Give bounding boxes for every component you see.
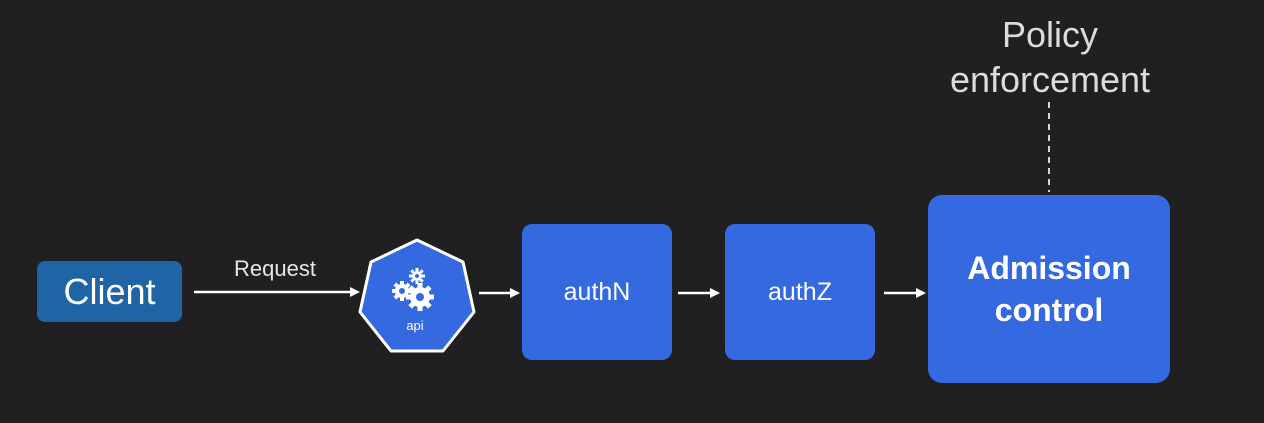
policy-label-line2: enforcement — [949, 59, 1151, 100]
policy-enforcement-label: Policy enforcement — [920, 12, 1180, 102]
api-label: api — [406, 318, 424, 333]
admission-label-line2: control — [994, 292, 1104, 328]
client-label: Client — [63, 270, 156, 312]
admission-control-node: Admission control — [928, 195, 1170, 383]
policy-label-line1: Policy — [1001, 14, 1099, 55]
authz-node: authZ — [725, 224, 875, 360]
client-node: Client — [37, 261, 182, 322]
authn-label: authN — [563, 277, 631, 306]
request-label: Request — [234, 256, 316, 281]
authn-node: authN — [522, 224, 672, 360]
admission-label-line1: Admission — [967, 250, 1131, 286]
authz-label: authZ — [768, 277, 832, 306]
kubernetes-api-gears-icon — [358, 238, 476, 353]
